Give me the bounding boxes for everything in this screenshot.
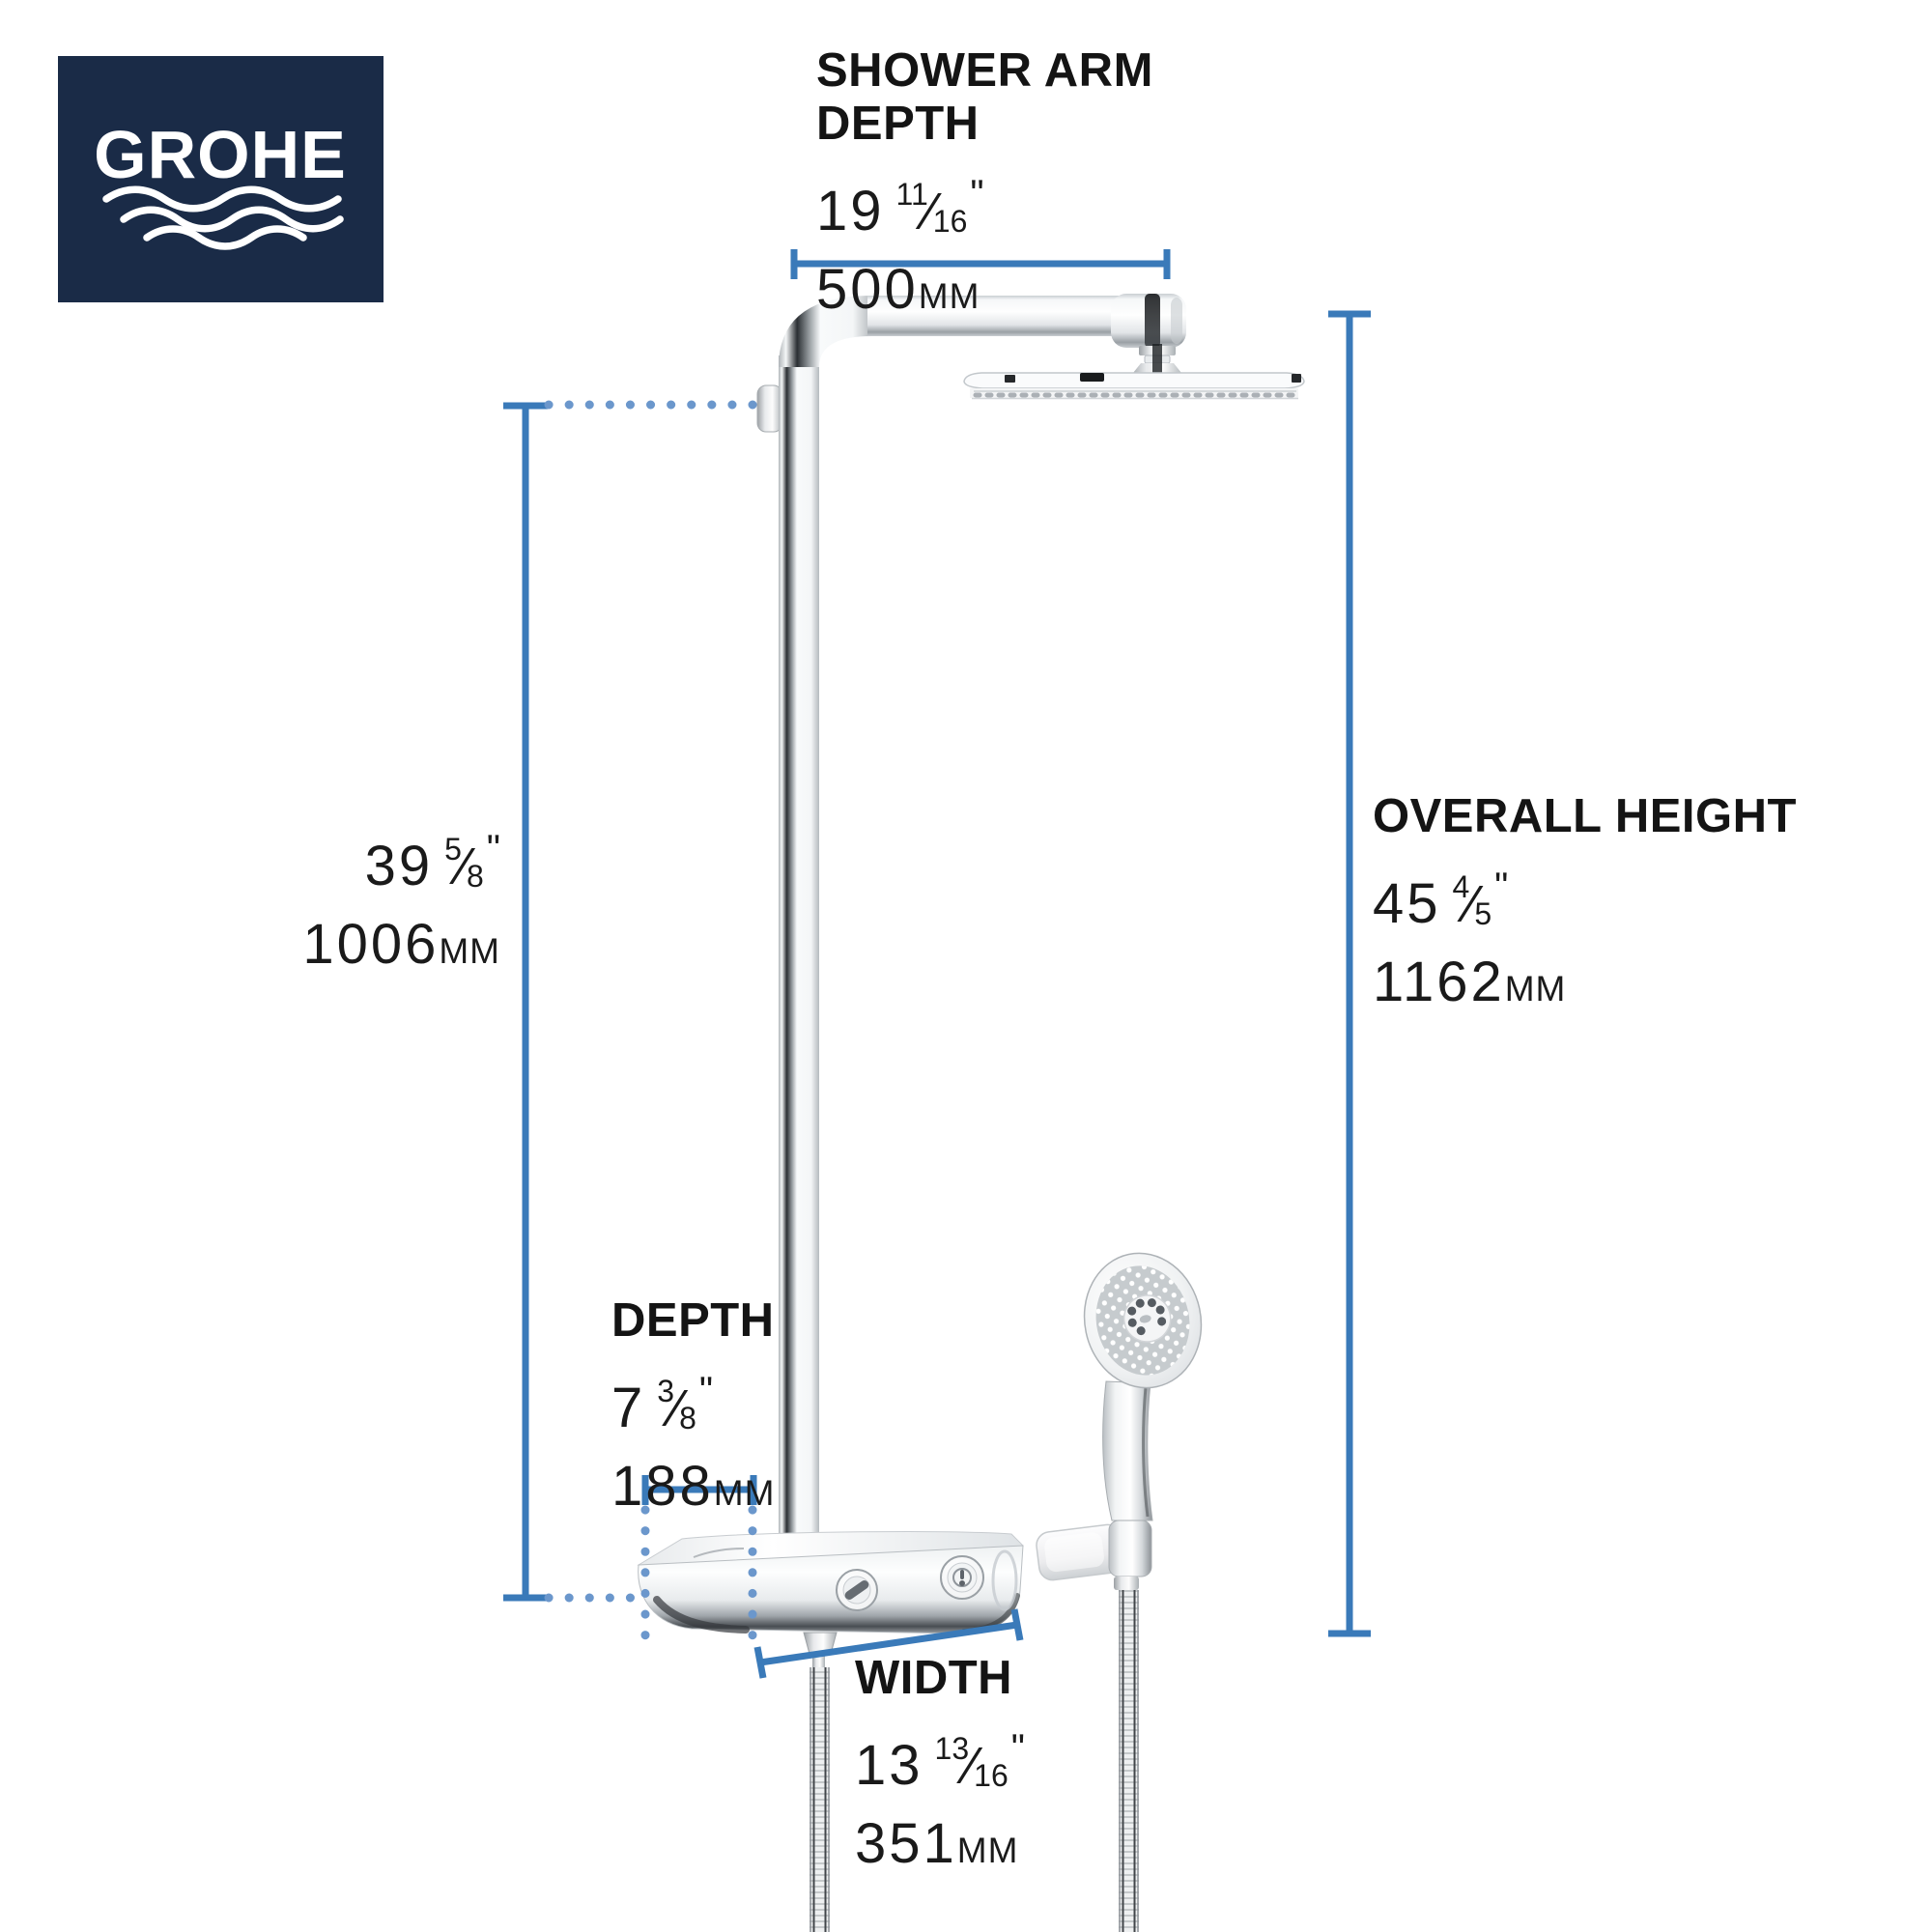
- shower-arm-depth-metric-value: 500MM: [816, 257, 980, 321]
- dimension-annotations: [503, 249, 1371, 1679]
- shower-hose-left: [810, 1667, 830, 1932]
- shower-arm-depth-label: SHOWER ARM DEPTH: [816, 44, 1153, 151]
- logo-waves-icon: [102, 185, 344, 250]
- thermostat-unit: [637, 1531, 1024, 1667]
- volume-dial: [836, 1569, 878, 1611]
- depth-metric-value: 188MM: [611, 1454, 776, 1518]
- grohe-button: [1139, 1315, 1151, 1323]
- projection-dotted-lines: [544, 400, 778, 1642]
- temperature-dial: [940, 1555, 984, 1600]
- grohe-logo: GROHE: [58, 56, 384, 302]
- overall-height-label: OVERALL HEIGHT: [1373, 790, 1797, 842]
- lever-icon: [844, 1580, 869, 1600]
- width-label: WIDTH: [855, 1652, 1013, 1704]
- shower-arm-depth-dimension-line: [790, 249, 1171, 279]
- logo-background: [58, 56, 384, 302]
- width-metric-value: 351MM: [855, 1811, 1019, 1875]
- upper-bar-height-metric-value: 1006MM: [302, 913, 500, 976]
- overall-height-dimension-line: [1328, 310, 1371, 1637]
- hand-shower: [1083, 1252, 1203, 1521]
- label-line-1: SHOWER ARM: [816, 44, 1153, 97]
- depth-label: DEPTH: [611, 1294, 775, 1347]
- depth-dimension-line: [641, 1475, 757, 1505]
- holder-collar: [1108, 1520, 1152, 1577]
- label-line-2: DEPTH: [816, 97, 980, 150]
- shower-pipe: [779, 296, 871, 1557]
- shower-hose-right: [1119, 1590, 1139, 1932]
- overall-height-metric-value: 1162MM: [1373, 950, 1567, 1013]
- upper-bar-height-dimension-line: [503, 402, 548, 1602]
- logo-text: GROHE: [94, 117, 347, 192]
- hand-shower-holder: [1036, 1520, 1152, 1590]
- rain-shower-head: [963, 372, 1305, 400]
- thermometer-icon: [960, 1570, 964, 1579]
- hand-shower-face: [1083, 1252, 1203, 1389]
- width-dimension-line: [753, 1608, 1024, 1679]
- spray-mode-holes: [1127, 1298, 1167, 1336]
- shower-system-illustration: [637, 294, 1305, 1932]
